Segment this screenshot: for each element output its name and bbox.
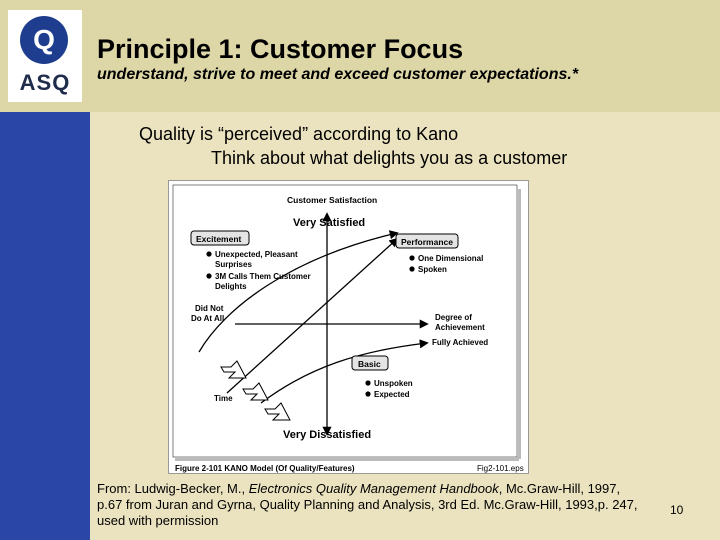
excitement-box <box>190 230 250 246</box>
figure-caption: Figure 2-101 KANO Model (Of Quality/Feat… <box>175 464 355 473</box>
logo-q-letter: Q <box>33 24 55 55</box>
citation: From: Ludwig-Becker, M., Electronics Qua… <box>97 481 697 529</box>
did-not-label-2: Do At All <box>191 314 224 323</box>
performance-item-1: One Dimensional <box>418 254 483 263</box>
slide-title: Principle 1: Customer Focus <box>97 34 464 64</box>
basic-item-2: Expected <box>374 390 410 399</box>
diagram-frame <box>172 184 518 458</box>
basic-bullet-1 <box>365 380 371 386</box>
slide-subtitle: understand, strive to meet and exceed cu… <box>97 66 579 83</box>
citation-line-3: used with permission <box>97 513 219 528</box>
excitement-item-2: Surprises <box>215 260 252 269</box>
performance-line <box>226 237 399 394</box>
fully-achieved-label: Fully Achieved <box>432 338 488 347</box>
kano-diagram: Customer Satisfaction Very Satisfied Ver… <box>172 184 524 473</box>
citation-book-title: Electronics Quality Management Handbook <box>248 481 499 496</box>
excitement-curve <box>198 230 399 353</box>
excitement-item-4: Delights <box>215 282 247 291</box>
excitement-item-1: Unexpected, Pleasant <box>215 250 298 259</box>
basic-bullet-2 <box>365 391 371 397</box>
very-satisfied-label: Very Satisfied <box>293 217 365 229</box>
basic-curve <box>260 339 429 404</box>
body-line-2: Think about what delights you as a custo… <box>211 148 568 168</box>
excitement-title: Excitement <box>196 234 242 244</box>
asq-logo: Q ASQ <box>8 10 82 102</box>
basic-title: Basic <box>358 359 381 369</box>
performance-bullet-1 <box>409 255 415 261</box>
citation-part-1: From: Ludwig-Becker, M., <box>97 481 249 496</box>
degree-label-1: Degree of <box>435 313 472 322</box>
figure-file-label: Fig2-101.eps <box>477 464 524 473</box>
degree-label-2: Achievement <box>435 323 485 332</box>
excitement-bullet-1 <box>206 251 212 257</box>
excitement-item-3: 3M Calls Them Customer <box>215 272 311 281</box>
page-number: 10 <box>670 503 684 517</box>
very-dissatisfied-label: Very Dissatisfied <box>283 429 371 441</box>
axis-top-label: Customer Satisfaction <box>287 195 377 205</box>
logo-q-mark: Q <box>20 16 68 64</box>
performance-box <box>395 233 459 249</box>
logo-text: ASQ <box>19 70 71 95</box>
did-not-label-1: Did Not <box>195 304 224 313</box>
citation-line-2: p.67 from Juran and Gyrna, Quality Plann… <box>97 497 638 512</box>
basic-box <box>351 355 389 371</box>
excitement-bullet-2 <box>206 273 212 279</box>
performance-item-2: Spoken <box>418 265 447 274</box>
time-arrow-2 <box>242 382 269 401</box>
citation-part-2: , Mc.Graw-Hill, 1997, <box>498 481 621 496</box>
header-band <box>0 0 720 112</box>
kano-figure: Customer Satisfaction Very Satisfied Ver… <box>168 180 529 474</box>
time-label: Time <box>214 394 233 403</box>
time-arrow-1 <box>220 360 247 379</box>
performance-title: Performance <box>401 237 453 247</box>
sidebar-band <box>0 112 90 540</box>
performance-bullet-2 <box>409 266 415 272</box>
time-arrow-3 <box>264 402 291 421</box>
basic-item-1: Unspoken <box>374 379 413 388</box>
citation-line-1: From: Ludwig-Becker, M., Electronics Qua… <box>97 481 697 497</box>
body-line-1: Quality is “perceived” according to Kano <box>139 124 459 144</box>
